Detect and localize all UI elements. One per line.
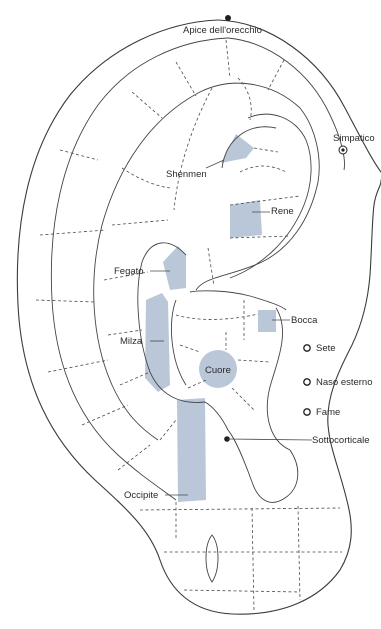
ear-outline	[17, 20, 381, 614]
antitragus	[205, 402, 228, 430]
label-sympathetic: Simpatico	[333, 133, 375, 144]
helix-crus	[190, 291, 286, 310]
labels: Apice dell'orecchio Simpatico Shenmen Re…	[114, 25, 375, 501]
zone-shenmen	[221, 134, 254, 163]
upper-crus-outer	[300, 108, 319, 182]
apex-point-icon	[225, 15, 231, 21]
hunger-point-icon	[304, 409, 310, 415]
label-kidney: Rene	[271, 206, 294, 217]
tragus	[228, 308, 298, 502]
label-apex: Apice dell'orecchio	[183, 25, 262, 36]
label-occiput: Occipite	[124, 490, 158, 501]
inferior-crus	[196, 182, 318, 290]
external-nose-point-icon	[304, 379, 310, 385]
zone-kidney	[230, 200, 262, 238]
zone-liver	[163, 246, 186, 290]
concha-inner	[171, 300, 186, 385]
thirst-point-icon	[304, 345, 310, 351]
zone-mouth	[258, 310, 276, 332]
label-heart: Cuore	[205, 365, 231, 376]
label-liver: Fegato	[114, 266, 144, 277]
highlighted-zones	[145, 134, 276, 502]
label-spleen: Milza	[120, 336, 143, 347]
antihelix-outer	[94, 83, 300, 440]
outer-ear-contour	[17, 20, 381, 614]
sympathetic-point-dot	[341, 148, 344, 151]
label-mouth: Bocca	[291, 315, 318, 326]
label-shenmen: Shenmen	[166, 169, 207, 180]
zone-occiput	[177, 398, 206, 502]
label-external-nose: Naso esterno	[316, 377, 373, 388]
label-hunger: Fame	[316, 407, 340, 418]
label-subcortex: Sottocorticale	[312, 435, 370, 446]
label-thirst: Sete	[316, 343, 336, 354]
zone-spleen	[145, 293, 170, 392]
earlobe-oval	[206, 535, 218, 582]
